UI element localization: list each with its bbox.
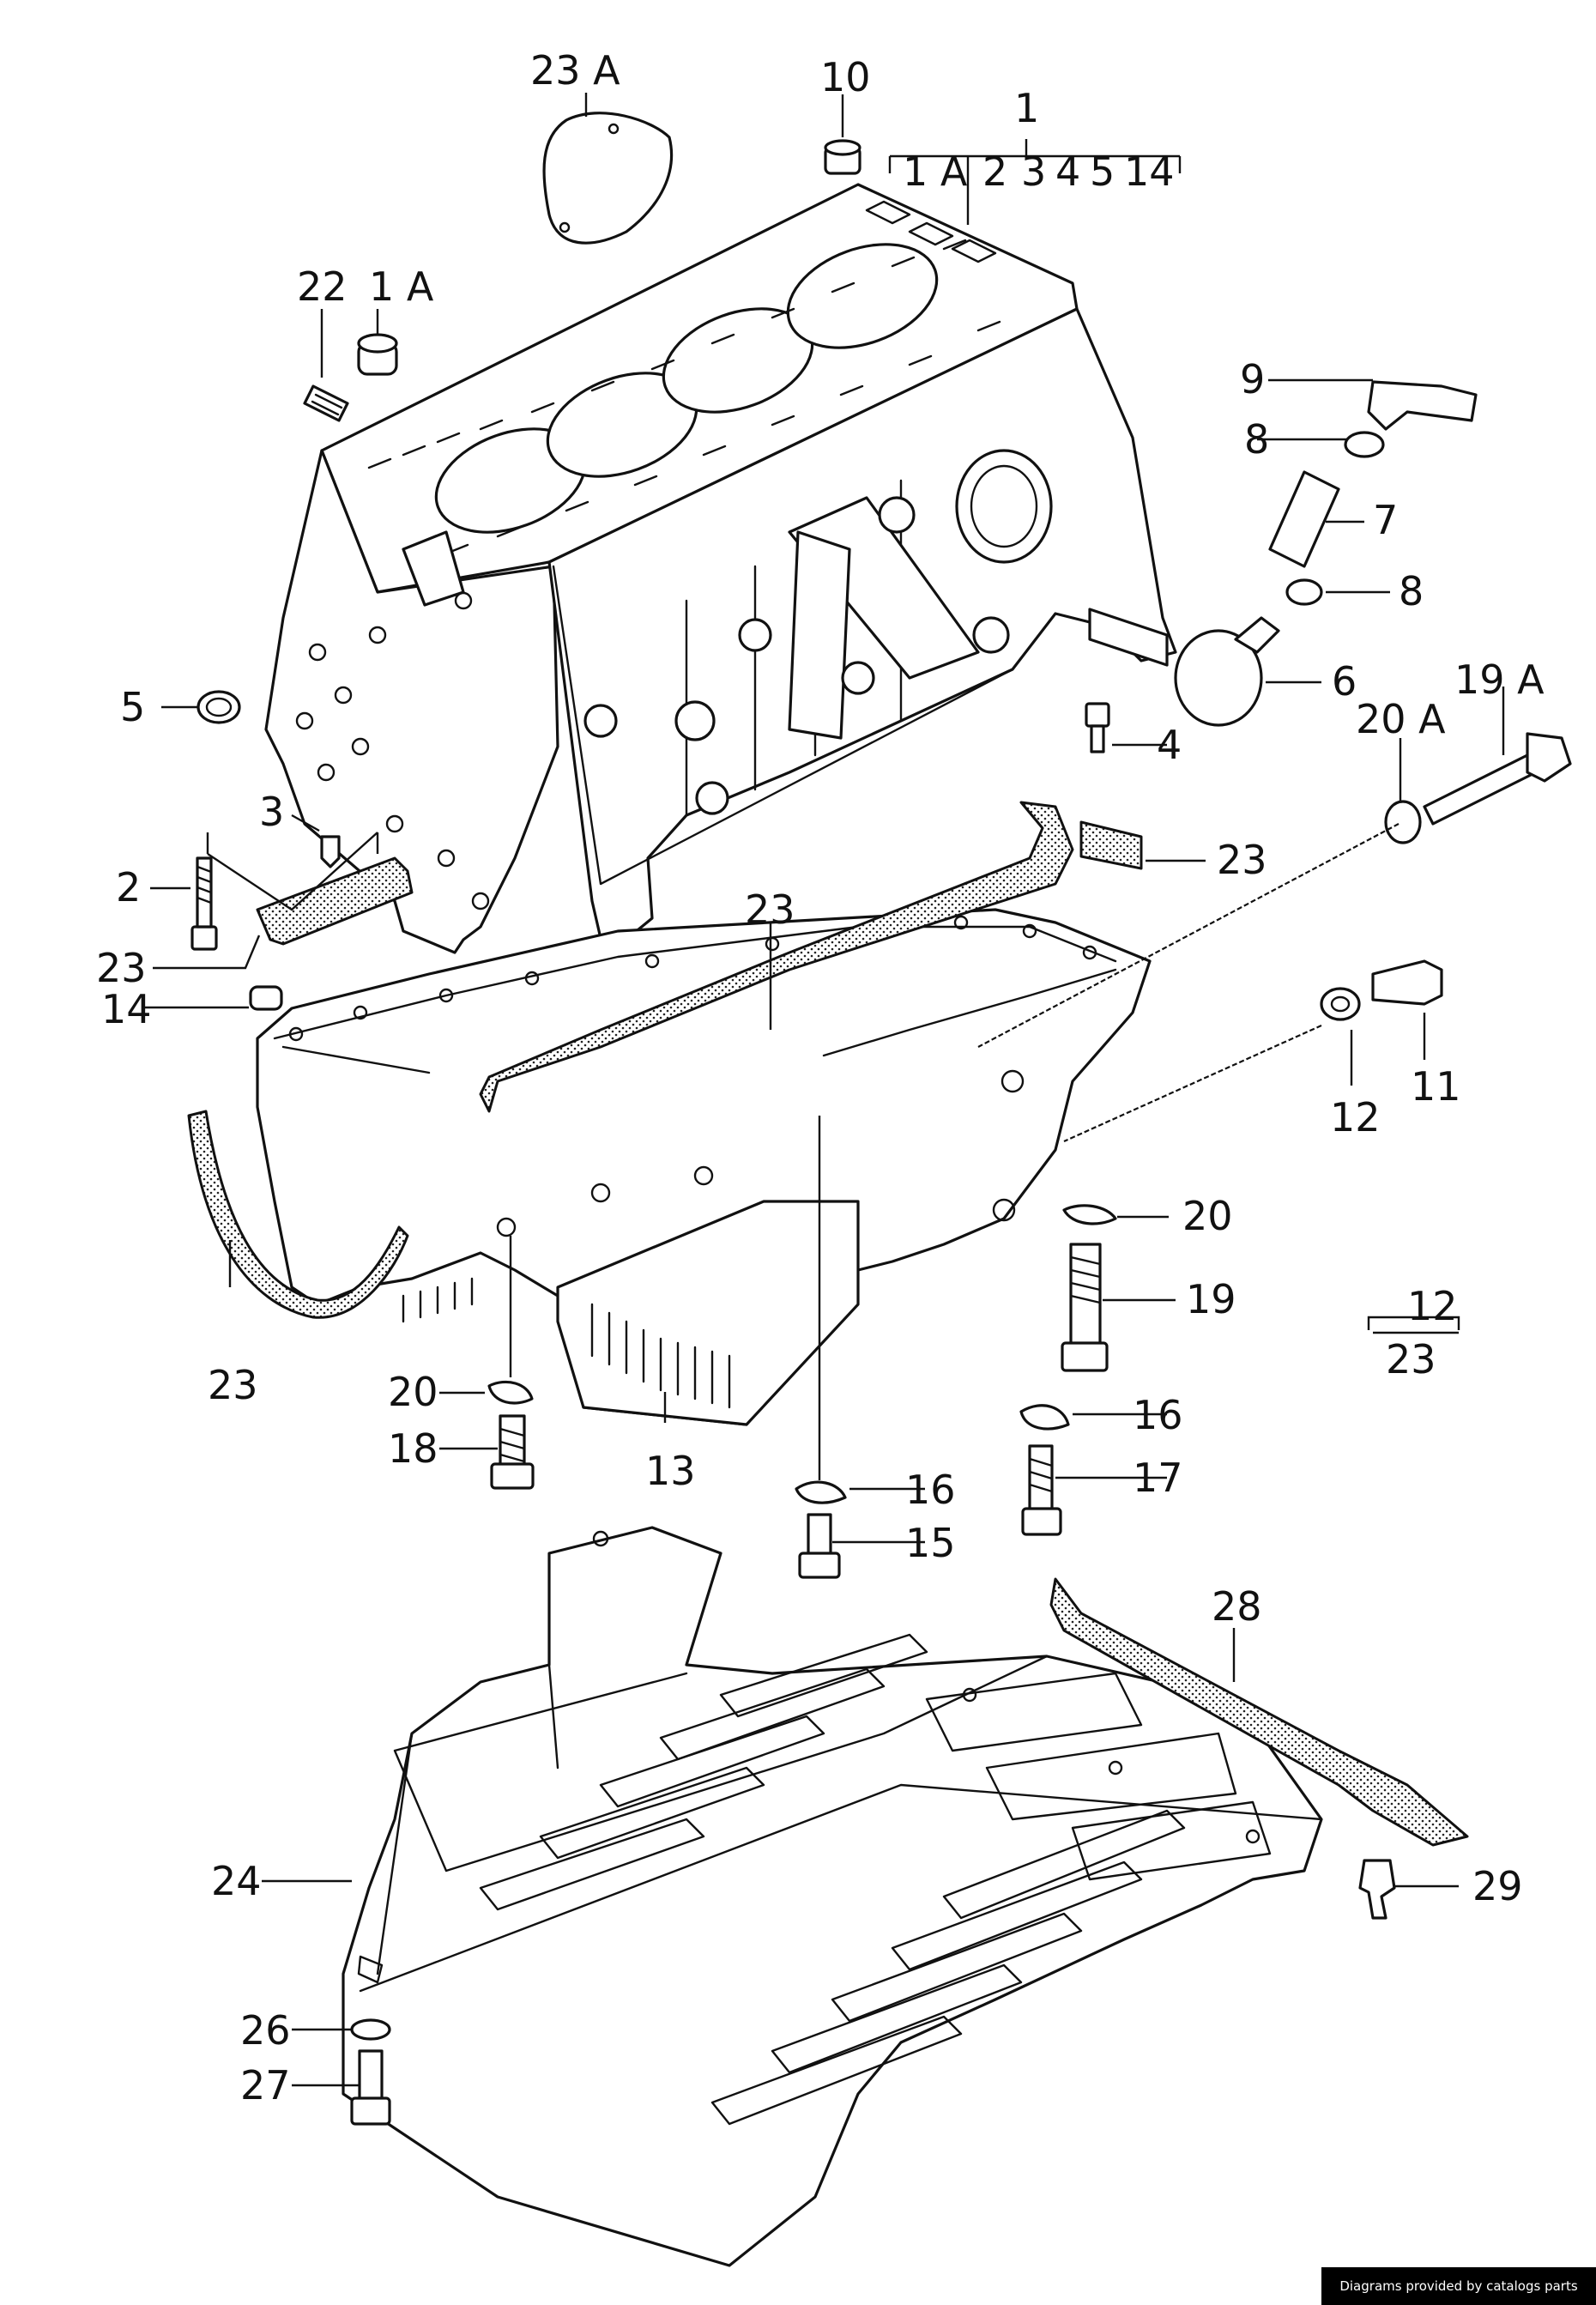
label-23-arc: 23 <box>208 1362 258 1408</box>
label-4-kit: 4 <box>1055 148 1080 195</box>
bolt-19 <box>1061 1243 1109 1372</box>
hose-clamp-8-lower <box>1285 578 1323 606</box>
gasket-front-cover <box>256 856 414 946</box>
label-11: 11 <box>1411 1063 1461 1110</box>
label-2-kit: 2 <box>982 148 1007 195</box>
stud-22 <box>303 384 349 422</box>
washer-16-right <box>1019 1404 1070 1431</box>
seal-ring-5 <box>196 690 241 724</box>
cap-plug-23a <box>542 112 674 245</box>
credit-badge: Diagrams provided by catalogs parts <box>1321 2267 1596 2305</box>
label-5: 5 <box>120 684 145 730</box>
label-8-upper: 8 <box>1244 416 1269 463</box>
label-27: 27 <box>240 2062 291 2108</box>
seal-strip-28 <box>1049 1577 1469 1847</box>
label-5-kit: 5 <box>1090 148 1115 195</box>
plug-10 <box>824 139 861 175</box>
label-24: 24 <box>211 1858 262 1904</box>
breather-cap-6 <box>1174 616 1280 727</box>
gasket-rear-strip <box>1079 820 1143 870</box>
label-3-kit: 3 <box>1021 148 1046 195</box>
label-28: 28 <box>1212 1583 1262 1630</box>
dowel-3 <box>320 835 341 868</box>
gasket-pan-side <box>479 801 1074 1113</box>
label-23a-top: 23 A <box>530 47 620 94</box>
oil-pan <box>256 908 1152 1426</box>
washer-12 <box>1320 987 1361 1021</box>
label-1a: 1 A <box>369 263 434 310</box>
label-23-left: 23 <box>96 945 147 991</box>
label-10: 10 <box>820 54 871 100</box>
bolt-2 <box>190 856 218 951</box>
label-19: 19 <box>1186 1276 1236 1322</box>
label-3: 3 <box>259 789 284 835</box>
label-26: 26 <box>240 2007 291 2054</box>
label-23-note: 23 <box>1386 1336 1436 1382</box>
label-12: 12 <box>1330 1094 1381 1140</box>
label-23-right: 23 <box>1217 837 1267 883</box>
label-1a-kit: 1 A <box>903 148 968 195</box>
washer-20-left <box>487 1380 534 1405</box>
bolt-27 <box>350 2049 391 2126</box>
label-19a: 19 A <box>1454 656 1545 703</box>
plug-1a <box>357 333 398 376</box>
label-2: 2 <box>116 864 141 911</box>
bolt-15 <box>798 1513 841 1579</box>
label-1: 1 <box>1014 85 1039 131</box>
washer-26 <box>350 2018 391 2041</box>
label-14: 14 <box>101 986 152 1032</box>
washer-20a <box>1384 800 1422 844</box>
skid-plate <box>342 1526 1323 2267</box>
label-22: 22 <box>297 263 348 310</box>
leader-lines <box>144 93 1505 2087</box>
label-16-center: 16 <box>905 1467 956 1513</box>
elbow-fitting-9 <box>1367 380 1478 431</box>
label-8-lower: 8 <box>1399 568 1424 614</box>
label-29: 29 <box>1472 1863 1523 1909</box>
bolt-4 <box>1085 702 1110 753</box>
bolt-19a <box>1423 732 1572 826</box>
part-labels: 23 A 10 1 1 A 2 3 4 5 14 22 1 A 9 8 7 8 … <box>96 47 1545 2108</box>
sleeve-14 <box>249 985 283 1011</box>
washer-16-center <box>795 1480 847 1504</box>
label-6: 6 <box>1332 658 1357 705</box>
label-14-kit: 14 <box>1124 148 1175 195</box>
label-9: 9 <box>1240 356 1265 402</box>
label-20-right: 20 <box>1182 1193 1233 1239</box>
label-17: 17 <box>1133 1455 1183 1501</box>
label-13: 13 <box>645 1448 696 1494</box>
engine-block <box>264 183 1177 959</box>
clip-29 <box>1358 1859 1396 1920</box>
label-4: 4 <box>1157 722 1182 768</box>
label-18: 18 <box>388 1425 438 1472</box>
label-7: 7 <box>1373 497 1398 543</box>
bolt-18 <box>490 1414 535 1490</box>
label-20a: 20 A <box>1356 696 1446 742</box>
label-16-right: 16 <box>1133 1392 1183 1438</box>
drain-plug-11 <box>1371 959 1443 1006</box>
breather-hose-7 <box>1268 470 1340 568</box>
washer-20-right <box>1062 1204 1117 1225</box>
label-12-note: 12 <box>1407 1283 1458 1329</box>
label-15: 15 <box>905 1520 956 1566</box>
label-23-center: 23 <box>745 886 795 933</box>
bolt-17 <box>1021 1444 1062 1536</box>
label-20-left: 20 <box>388 1369 438 1415</box>
hose-clamp-8-upper <box>1344 431 1385 458</box>
gasket-rear-arc <box>187 1110 409 1319</box>
